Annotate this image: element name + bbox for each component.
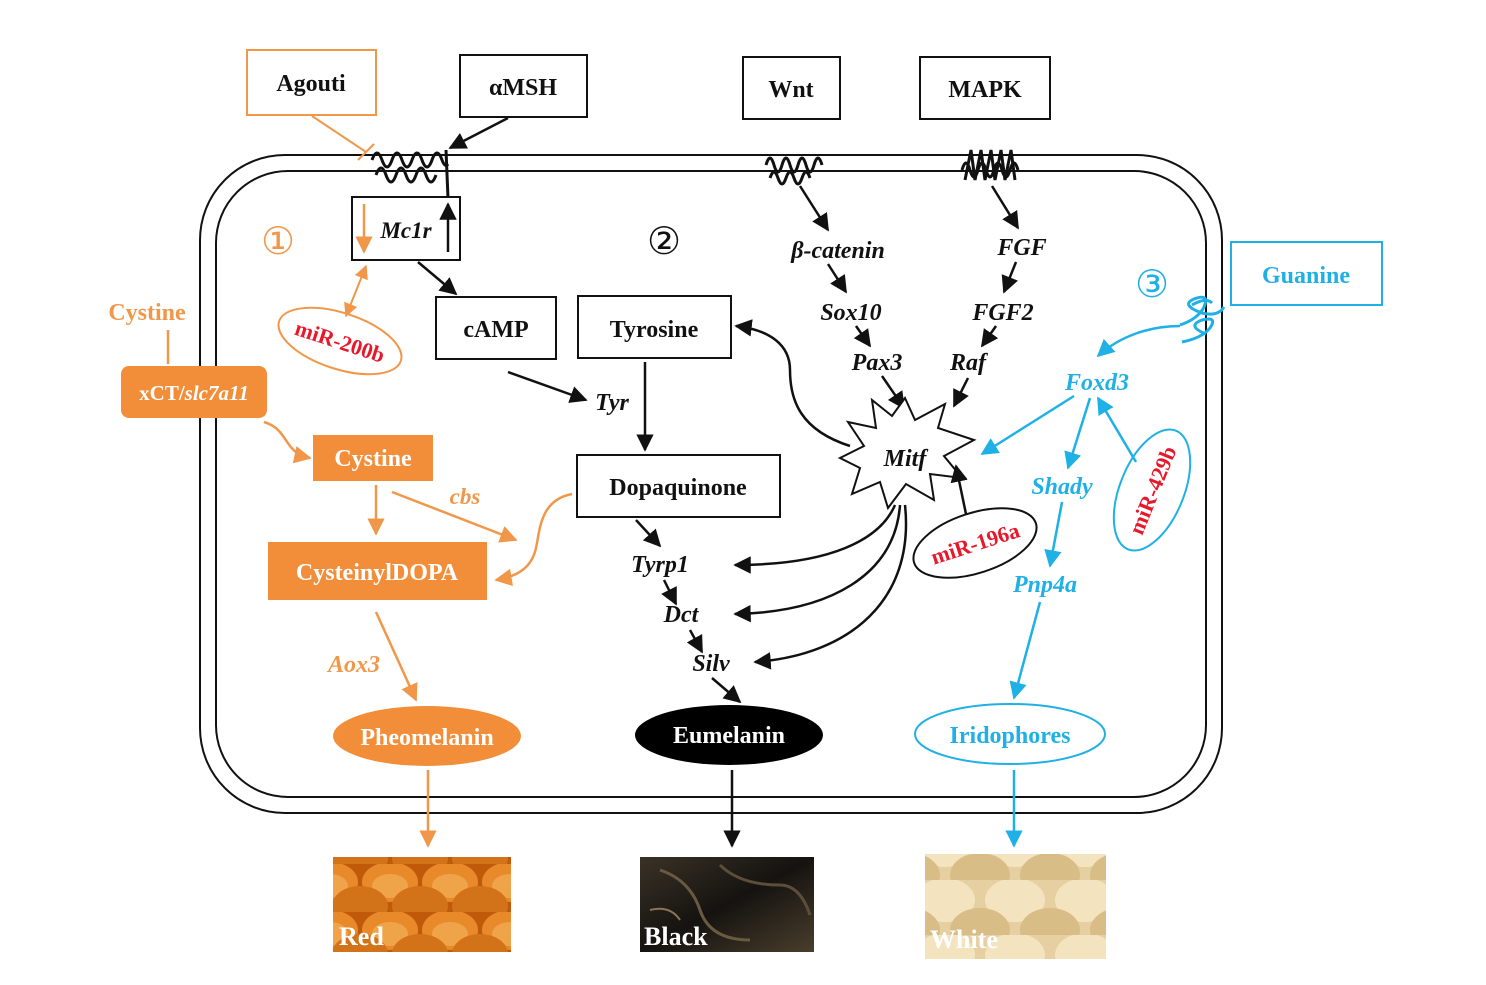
eumelanin-ellipse: Eumelanin [635, 705, 823, 765]
sox10-to-pax3-arrow [853, 325, 872, 348]
mitf-to-dct-arrow [733, 504, 902, 623]
pnp4a-label: Pnp4a [1012, 572, 1077, 598]
iridophores-ellipse: Iridophores [914, 703, 1106, 765]
pnp4a-to-iridophores-arrow [1009, 601, 1042, 700]
guanine-receptor-icon [1179, 295, 1226, 344]
fgf-to-fgf2-arrow [1001, 261, 1018, 294]
dopaquinone-to-cysteinyldopa-arrow [494, 492, 573, 587]
raf-to-mitf-arrow [952, 377, 970, 408]
dct-to-silv-arrow [686, 629, 704, 654]
cysteinyldopa-to-pheomelanin-arrow [374, 611, 418, 702]
tyr-label: Tyr [595, 390, 629, 416]
pax3-label: Pax3 [851, 350, 903, 376]
xct-transporter-box: xCT/slc7a11 [121, 366, 267, 418]
camp-box: cAMP [435, 296, 557, 360]
mapk-receptor-icon [960, 149, 1020, 181]
dopaquinone-to-tyrp1-arrow [635, 519, 662, 548]
aox3-label: Aox3 [326, 652, 380, 678]
pheomelanin-label: Pheomelanin [360, 725, 493, 751]
mapk-box: MAPK [919, 56, 1051, 120]
foxd3-label: Foxd3 [1064, 370, 1129, 396]
raf-label: Raf [949, 350, 988, 376]
silv-to-eumelanin-arrow [711, 677, 742, 704]
mc1r-to-camp-arrow [417, 261, 458, 296]
tyrosine-label: Tyrosine [610, 317, 699, 343]
transporter-to-cystine-arrow [263, 420, 312, 464]
mitf-to-tyrosine-arrow [734, 319, 851, 448]
shady-to-pnp4a-arrow [1044, 501, 1064, 568]
camp-to-tyr-arrow [507, 370, 588, 403]
mir196a-to-mitf-arrow [950, 464, 968, 515]
guanine-box: Guanine [1230, 241, 1383, 306]
cystine-outside-label: Cystine [108, 300, 186, 326]
cbs-label: cbs [450, 484, 481, 509]
silv-label: Silv [692, 651, 730, 677]
cystine-inside-label: Cystine [334, 446, 412, 472]
tyrp1-to-dct-arrow [661, 579, 678, 606]
amsh-label: αMSH [489, 75, 557, 101]
eumelanin-label: Eumelanin [673, 723, 785, 749]
mitf-starburst: Mitf [837, 396, 977, 511]
foxd3-to-shady-arrow [1064, 397, 1092, 470]
red-swatch-label: Red [339, 922, 384, 951]
cysteinyldopa-label: CysteinylDOPA [296, 560, 459, 586]
fgf-label: FGF [996, 235, 1046, 261]
guanine-to-foxd3-arrow [1096, 324, 1181, 358]
white-scale-swatch: White [925, 854, 1106, 959]
foxd3-to-mitf-arrow [980, 394, 1075, 456]
pheomelanin-ellipse: Pheomelanin [333, 706, 521, 766]
beta-catenin-label: β-catenin [790, 238, 885, 264]
mitf-to-silv-arrow [753, 504, 908, 670]
wnt-box: Wnt [742, 56, 841, 120]
pathway-number-2: ② [647, 219, 681, 263]
mir429b-ellipse: miR-429b [1112, 428, 1192, 552]
mir200b-mc1r-arrow [344, 264, 368, 318]
tyrosine-box: Tyrosine [577, 295, 732, 359]
mapk-to-fgf-arrow [990, 185, 1020, 230]
mitf-label: Mitf [883, 446, 929, 472]
black-scale-swatch: Black [640, 857, 814, 952]
pathway-number-1: ① [261, 219, 295, 263]
dct-label: Dct [663, 602, 700, 628]
fgf2-label: FGF2 [971, 300, 1033, 326]
fgf2-to-raf-arrow [980, 325, 999, 348]
xct-label: xCT/slc7a11 [139, 381, 249, 405]
shady-label: Shady [1031, 474, 1093, 500]
amsh-to-mc1r-arrow [448, 116, 509, 150]
amsh-box: αMSH [459, 54, 588, 118]
wnt-label: Wnt [768, 77, 813, 103]
cysteinyldopa-box: CysteinylDOPA [268, 542, 487, 600]
mir429b-to-foxd3-arrow [1096, 396, 1138, 463]
iridophores-label: Iridophores [950, 723, 1071, 749]
mitf-to-tyrp1-arrow [733, 504, 897, 574]
mc1r-receptor-icon [370, 149, 450, 199]
cystine-inside-box: Cystine [313, 435, 433, 481]
mapk-label: MAPK [948, 77, 1022, 103]
betacatenin-to-sox10-arrow [826, 263, 848, 294]
dopaquinone-label: Dopaquinone [609, 475, 747, 501]
tyrp1-label: Tyrp1 [631, 552, 689, 578]
cbs-arrow [391, 490, 518, 543]
mc1r-label: Mc1r [379, 218, 432, 243]
wnt-to-betacatenin-arrow [798, 185, 830, 232]
cell-membrane [199, 154, 1223, 814]
camp-label: cAMP [463, 317, 528, 343]
mc1r-box: Mc1r [351, 196, 461, 261]
black-swatch-label: Black [644, 922, 708, 951]
white-swatch-label: White [930, 925, 998, 954]
agouti-box: Agouti [246, 49, 377, 116]
wnt-receptor-icon [764, 156, 824, 186]
pathway-number-3: ③ [1135, 262, 1169, 306]
dopaquinone-box: Dopaquinone [576, 454, 781, 518]
mir200b-ellipse: miR-200b [277, 306, 403, 376]
mir196a-ellipse: miR-196a [912, 507, 1038, 579]
guanine-label: Guanine [1262, 263, 1350, 289]
agouti-label: Agouti [276, 71, 346, 97]
pax3-to-mitf-arrow [880, 375, 906, 410]
agouti-inhibition-line [311, 115, 375, 161]
red-scale-swatch: Red [333, 857, 511, 952]
sox10-label: Sox10 [820, 300, 881, 326]
